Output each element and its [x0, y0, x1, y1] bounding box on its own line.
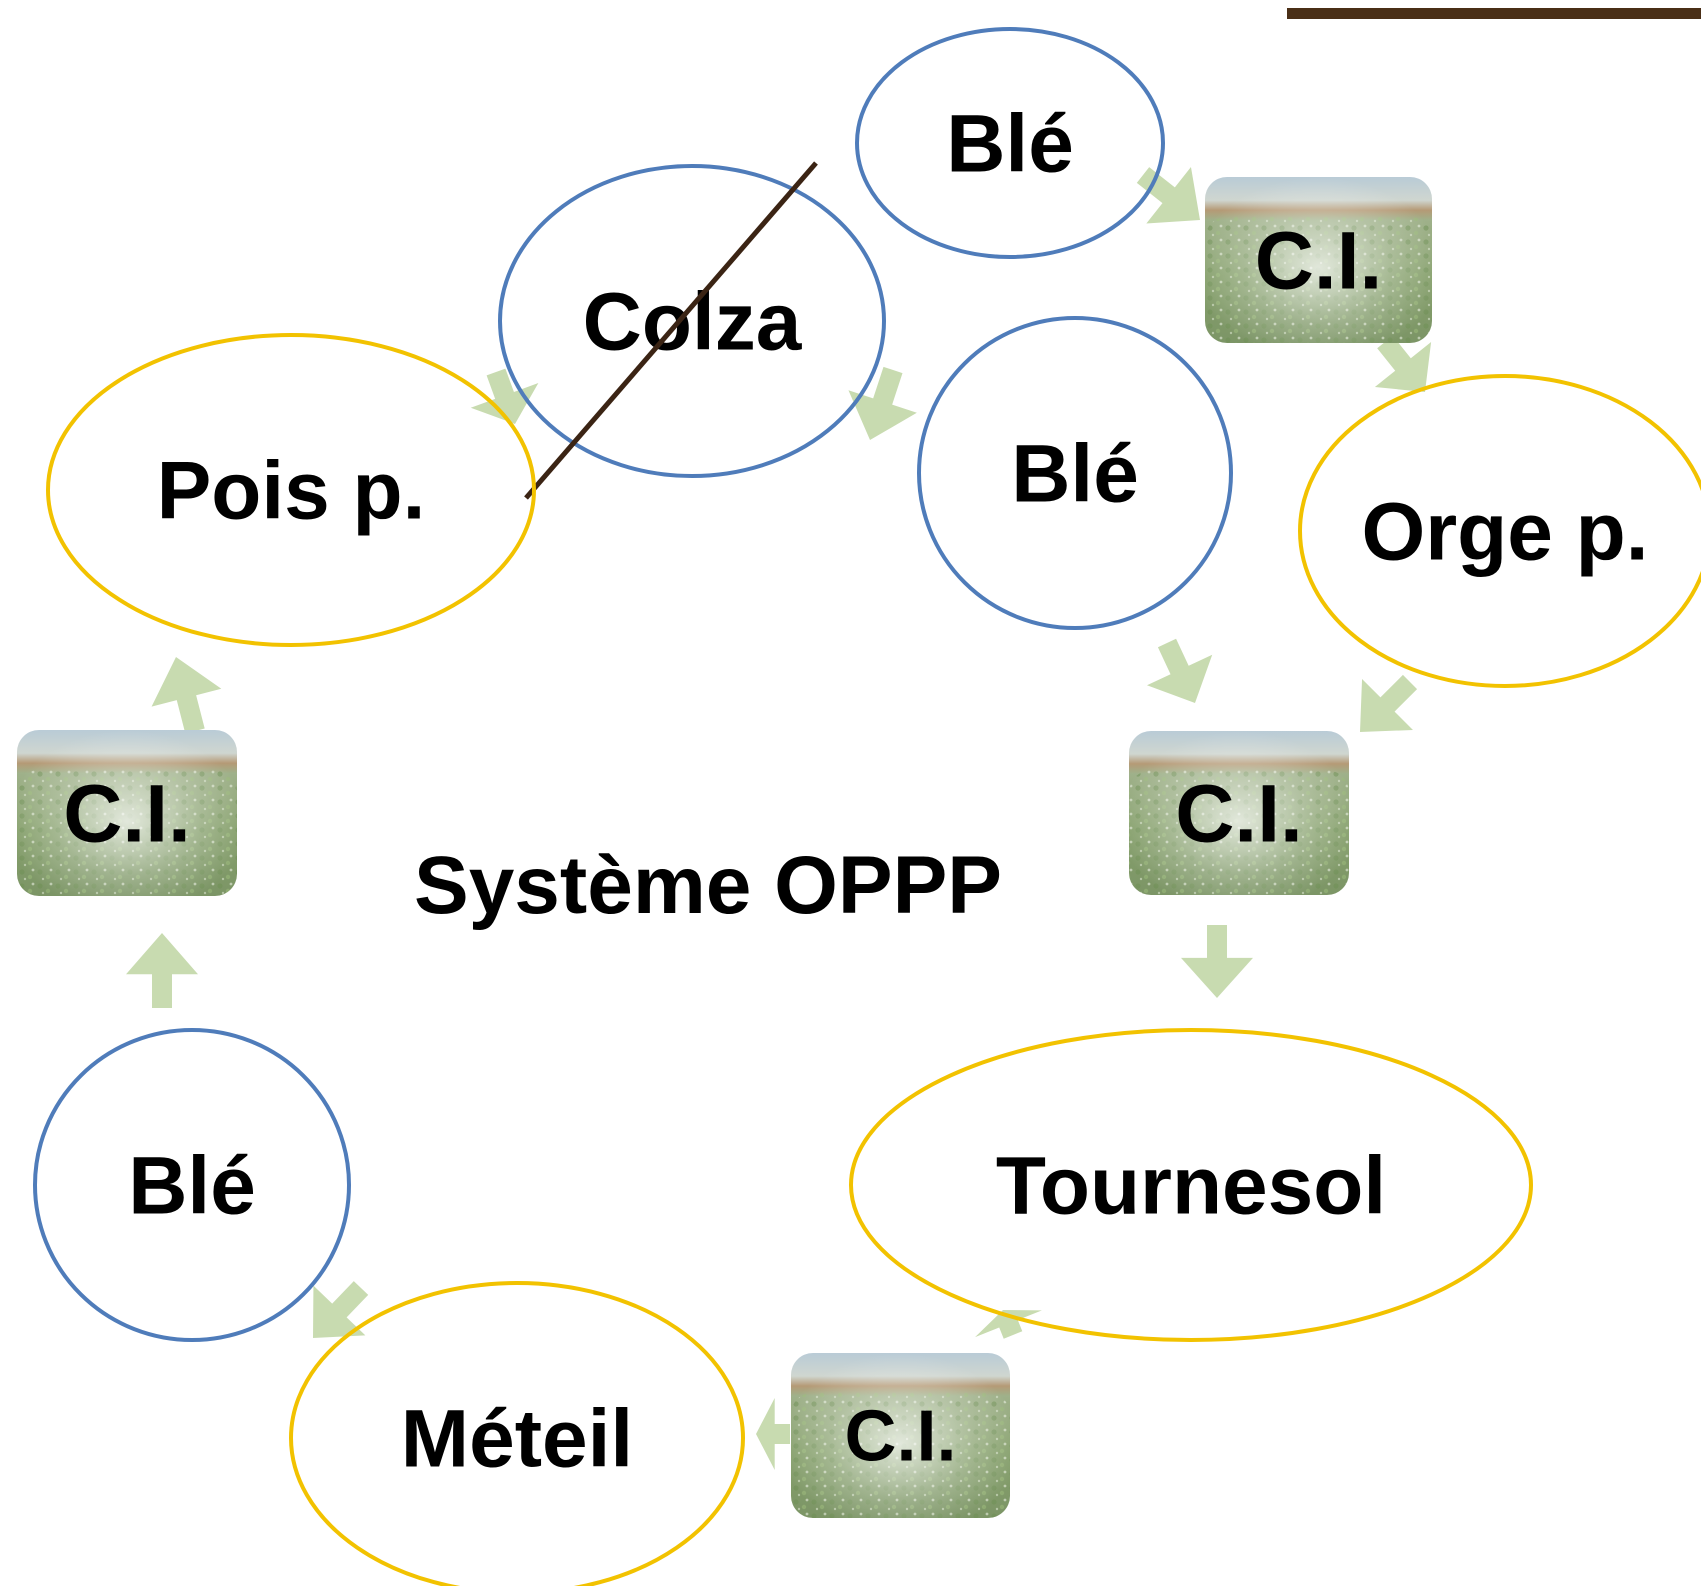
rotation-arrow — [151, 657, 222, 734]
top-decorative-bar — [1287, 8, 1701, 19]
rotation-arrow — [313, 1281, 369, 1339]
node-orge: Orge p. — [1298, 374, 1701, 688]
node-orge-outline — [1298, 374, 1701, 688]
node-ci-top-right: C.I. — [1205, 177, 1432, 343]
node-ci-left-label: C.I. — [63, 769, 191, 860]
node-pois: Pois p. — [46, 333, 536, 647]
rotation-arrow — [470, 368, 539, 424]
node-ble-bottom: Blé — [33, 1028, 351, 1342]
node-ble-top-outline — [855, 27, 1165, 259]
rotation-arrow — [1360, 674, 1418, 732]
rotation-arrow — [975, 1310, 1042, 1339]
node-meteil: Méteil — [289, 1281, 745, 1586]
node-ble-mid: Blé — [917, 316, 1233, 630]
cover-crop-glow — [791, 1353, 1010, 1518]
node-ci-top-right-label: C.I. — [1255, 216, 1383, 307]
rotation-arrow — [126, 933, 198, 1008]
node-pois-label: Pois p. — [157, 446, 426, 537]
node-colza: Colza — [498, 161, 886, 500]
node-ci-bottom: C.I. — [791, 1353, 1010, 1518]
node-tournesol-outline — [849, 1028, 1533, 1342]
node-tournesol: Tournesol — [849, 1028, 1533, 1342]
node-ci-right-label: C.I. — [1175, 769, 1303, 860]
rotation-arrow — [1146, 638, 1213, 704]
node-ble-top: Blé — [855, 27, 1165, 259]
node-ci-right: C.I. — [1129, 731, 1349, 895]
rotation-arrow — [1374, 335, 1432, 392]
rotation-arrows — [126, 166, 1432, 1470]
node-ble-top-label: Blé — [946, 99, 1074, 190]
cover-crop-glow — [1129, 731, 1349, 895]
rotation-arrow — [848, 366, 917, 440]
node-colza-outline — [498, 164, 886, 478]
rotation-arrow — [1181, 925, 1253, 998]
system-title: Système OPPP — [414, 840, 1002, 931]
node-ci-bottom-label: C.I. — [844, 1397, 956, 1477]
node-ci-left: C.I. — [17, 730, 237, 896]
node-meteil-outline — [289, 1281, 745, 1586]
node-ble-mid-label: Blé — [1011, 429, 1139, 520]
node-tournesol-label: Tournesol — [996, 1141, 1386, 1232]
rotation-arrow — [756, 1398, 790, 1470]
node-ble-bottom-label: Blé — [128, 1141, 256, 1232]
cover-crop-glow — [1205, 177, 1432, 343]
node-orge-label: Orge p. — [1361, 487, 1648, 578]
node-colza-label: Colza — [583, 277, 803, 368]
node-ble-mid-outline — [917, 316, 1233, 630]
node-ble-bottom-outline — [33, 1028, 351, 1342]
strike-through-line — [524, 161, 818, 500]
node-pois-outline — [46, 333, 536, 647]
cover-crop-glow — [17, 730, 237, 896]
node-meteil-label: Méteil — [401, 1394, 633, 1485]
